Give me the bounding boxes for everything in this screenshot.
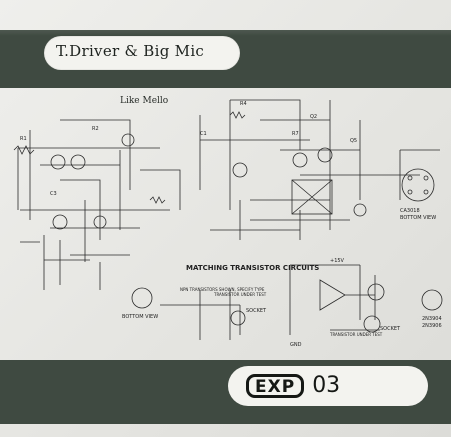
exp-logo-mark: EXP — [246, 374, 305, 398]
logo-pill — [228, 366, 428, 406]
svg-text:R7: R7 — [292, 131, 299, 137]
svg-text:R2: R2 — [92, 126, 99, 132]
schematic-heading: MATCHING TRANSISTOR CIRCUITS — [186, 264, 319, 272]
svg-text:Q2: Q2 — [310, 114, 317, 120]
svg-text:R1: R1 — [20, 136, 27, 142]
svg-text:C3: C3 — [50, 191, 57, 197]
track-subtitle: Like Mello — [120, 96, 169, 106]
part-right-1: 2N3904 — [422, 316, 442, 322]
ground-label: GND — [290, 342, 302, 348]
svg-text:R4: R4 — [240, 101, 247, 107]
svg-text:Q5: Q5 — [350, 138, 357, 144]
svg-text:C1: C1 — [200, 131, 207, 137]
dut-label-a: TRANSISTOR UNDER TEST — [213, 292, 267, 297]
socket-label-a: SOCKET — [246, 308, 267, 314]
bottom-view-label-right: BOTTOM VIEW — [400, 215, 436, 221]
npn-note: NPN TRANSISTORS SHOWN, SPECIFY TYPE — [180, 287, 265, 292]
catalog-number: 03 — [312, 373, 341, 398]
bottom-view-label-left: BOTTOM VIEW — [122, 314, 158, 320]
ca3018-label: CA3018 — [400, 208, 420, 214]
title-pill — [44, 36, 240, 70]
label-logo: EXP 03 — [246, 373, 340, 399]
socket-label-b: SOCKET — [380, 326, 401, 332]
dut-label-b: TRANSISTOR UNDER TEST — [329, 332, 383, 337]
release-title: T.Driver & Big Mic — [56, 42, 205, 60]
supply-label: +15V — [330, 258, 345, 264]
top-band-shine — [0, 30, 451, 36]
part-right-2: 2N3906 — [422, 323, 442, 329]
